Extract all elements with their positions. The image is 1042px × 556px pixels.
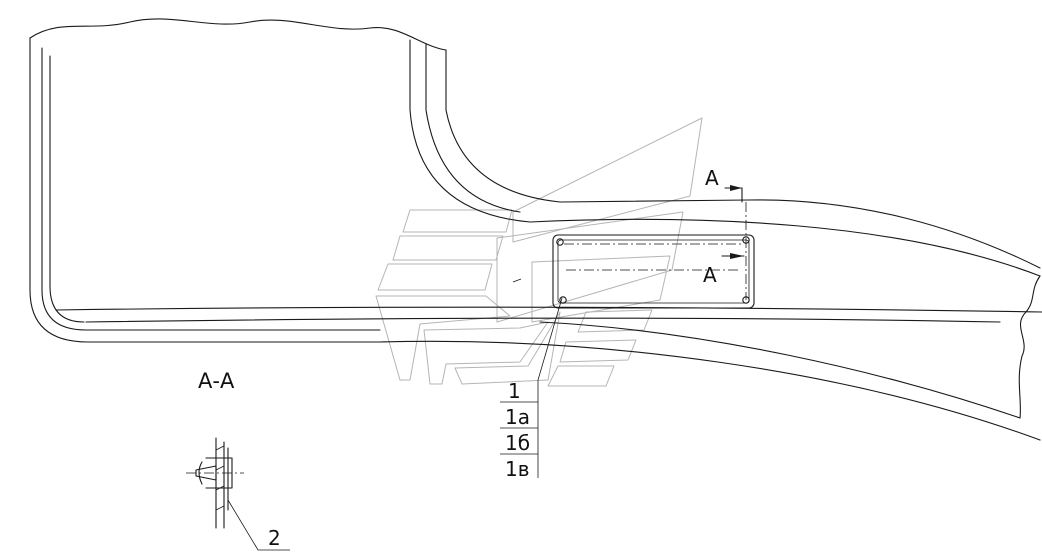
inner-left-edge-2	[49, 55, 85, 323]
watermark-logo	[375, 117, 703, 387]
callout-label-2: 2	[268, 526, 281, 550]
lower-sweep-2	[539, 321, 1021, 419]
nameplate-outer	[552, 234, 755, 309]
sill-line-upper	[55, 306, 1042, 313]
section-arrow-bottom	[721, 253, 745, 259]
callout-label-1a: 1а	[505, 405, 530, 429]
right-broken-edge	[1018, 275, 1041, 419]
inner-left-edge	[41, 47, 381, 331]
door-opening-mid	[425, 43, 521, 213]
rivet	[556, 238, 564, 246]
nameplate	[512, 202, 755, 309]
callout-label-1b: 1б	[505, 431, 530, 455]
section-mark-bottom: А	[703, 263, 717, 287]
sill-line-lower	[85, 317, 1001, 323]
section-view-detail	[186, 437, 290, 551]
nameplate-inner	[557, 239, 750, 304]
rivet	[559, 296, 567, 304]
callout-label-1: 1	[508, 379, 521, 403]
detail-leader	[227, 499, 290, 551]
section-title: А-А	[198, 369, 235, 393]
section-arrow-top	[724, 185, 743, 203]
door-opening-outer	[409, 39, 1041, 277]
callout-leaders	[500, 297, 563, 478]
top-broken-edge	[29, 18, 447, 51]
section-mark-top: А	[705, 166, 719, 190]
lower-sweep-1	[379, 340, 1041, 441]
door-opening-inner	[445, 49, 1041, 269]
callout-label-1v: 1в	[505, 457, 530, 481]
small-mark	[512, 278, 522, 283]
body-panel-outline	[29, 18, 1042, 441]
outer-left-edge	[29, 37, 381, 343]
